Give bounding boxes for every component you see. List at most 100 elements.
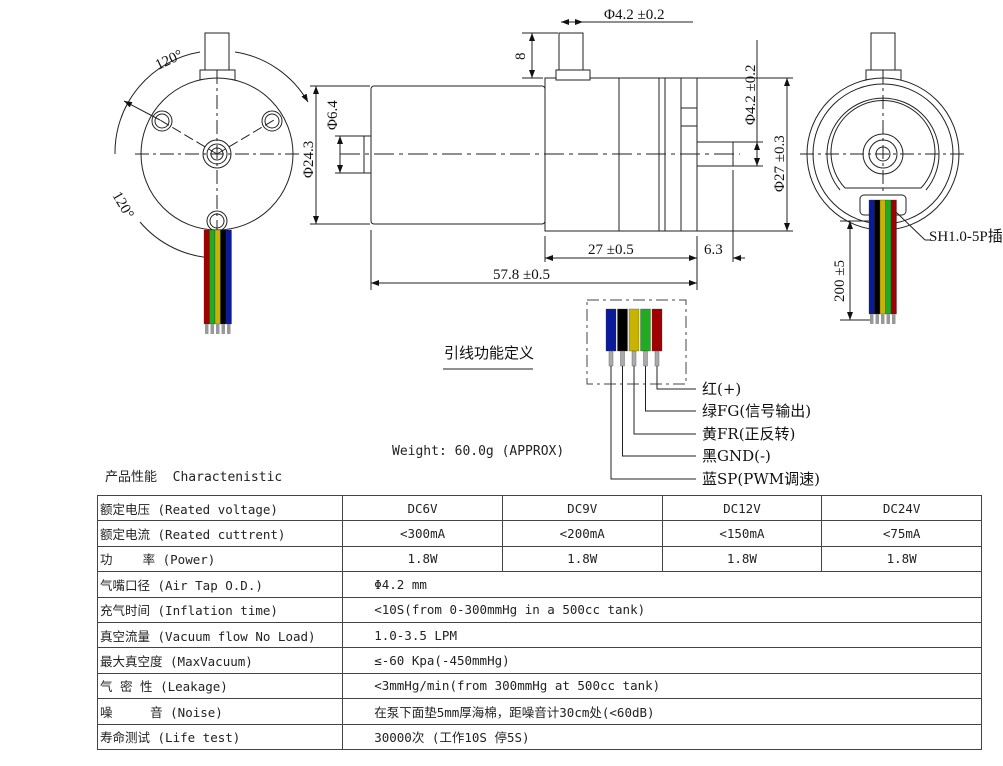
wire-label: 红(+) xyxy=(702,380,742,398)
dim-inlet-diameter: Φ4.2 ±0.2 xyxy=(604,7,664,23)
dim-pump-diameter: Φ27 ±0.3 xyxy=(772,135,788,192)
row-label: 寿命测试 (Life test) xyxy=(96,723,344,750)
wire xyxy=(885,199,892,315)
cell: 1.8W xyxy=(821,545,982,573)
table-row: 气 密 性 (Leakage)<3mmHg/min(from 300mmHg a… xyxy=(96,672,982,700)
legend-wire-tip xyxy=(608,350,614,367)
cell: 在泵下面垫5mm厚海棉，距噪音计30cm处(<60dB) xyxy=(342,698,982,725)
technical-drawing: 120° 120° Φ4.2 ±0. xyxy=(109,7,1003,480)
cell: DC24V xyxy=(821,494,982,522)
rear-wires xyxy=(868,199,897,324)
spec-title: 产品性能 Charactenistic xyxy=(105,470,283,485)
wire xyxy=(220,229,227,325)
wire xyxy=(874,199,881,315)
row-label: 功 率 (Power) xyxy=(96,545,344,573)
dim-total-length: 57.8 ±0.5 xyxy=(493,267,550,283)
cell: 1.8W xyxy=(342,545,503,573)
dim-outlet-diameter: Φ4.2 ±0.2 xyxy=(743,65,759,125)
dim-motor-diameter: Φ24.3 xyxy=(301,141,317,178)
row-label: 噪 音 (Noise) xyxy=(96,698,344,725)
legend-wire-tip xyxy=(620,350,625,367)
dim-inlet-height: 8 xyxy=(513,53,529,61)
wire-tip xyxy=(875,314,879,324)
front-wires xyxy=(203,229,232,334)
cell: Φ4.2 mm xyxy=(342,571,982,598)
row-label: 充气时间 (Inflation time) xyxy=(96,596,344,623)
legend-wire xyxy=(651,308,663,352)
row-label: 额定电压 (Reated voltage) xyxy=(96,494,344,522)
table-row: 寿命测试 (Life test)30000次 (工作10S 停5S) xyxy=(96,723,982,750)
wire-tip xyxy=(892,314,896,324)
cell: DC6V xyxy=(342,494,503,522)
wire-label: 蓝SP(PWM调速) xyxy=(702,470,820,488)
angle-label-left: 120° xyxy=(109,189,137,222)
dim-shaft-diameter: Φ6.4 xyxy=(325,100,341,130)
leader-line xyxy=(645,366,696,412)
legend-wire xyxy=(628,308,640,352)
cell: DC9V xyxy=(501,494,663,522)
front-view xyxy=(114,32,309,261)
table-row: 气嘴口径 (Air Tap O.D.)Φ4.2 mm xyxy=(96,571,982,598)
legend-wire xyxy=(640,308,651,352)
cell: <10S(from 0-300mmHg in a 500cc tank) xyxy=(342,596,982,623)
cell: DC12V xyxy=(661,494,823,522)
row-label: 额定电流 (Reated cuttrent) xyxy=(96,520,344,547)
leader-line xyxy=(610,366,696,480)
wire xyxy=(203,229,210,325)
dim-outlet-length: 6.3 xyxy=(704,242,723,258)
wire-tip xyxy=(216,324,220,334)
cell: <3mmHg/min(from 300mmHg at 500cc tank) xyxy=(342,672,982,700)
wire xyxy=(890,199,897,315)
wire-label: 黑GND(-) xyxy=(702,447,771,465)
leader-line xyxy=(633,366,696,435)
wire-tip xyxy=(881,314,885,324)
legend-wires xyxy=(605,308,696,480)
wire xyxy=(225,229,232,325)
side-view xyxy=(310,19,793,290)
row-label: 真空流量 (Vacuum flow No Load) xyxy=(96,621,344,649)
weight-label: Weight: 60.0g (APPROX) xyxy=(392,444,565,459)
wire xyxy=(209,229,216,325)
row-label: 气嘴口径 (Air Tap O.D.) xyxy=(96,571,344,598)
legend-wire-tip xyxy=(643,350,648,367)
leader-line xyxy=(656,366,696,390)
wire xyxy=(214,229,221,325)
cell: 30000次 (工作10S 停5S) xyxy=(342,723,982,750)
legend-wire-tip xyxy=(631,350,637,367)
cell: 1.8W xyxy=(501,545,663,573)
leader-line xyxy=(622,366,696,457)
wire xyxy=(868,199,875,315)
legend-wire-tip xyxy=(654,350,660,367)
wire-tip xyxy=(221,324,225,334)
wire-label: 绿FG(信号输出) xyxy=(702,402,812,420)
table-row: 噪 音 (Noise)在泵下面垫5mm厚海棉，距噪音计30cm处(<60dB) xyxy=(96,698,982,725)
wire-tip xyxy=(210,324,214,334)
wire-tip xyxy=(886,314,890,324)
wire-definition-title: 引线功能定义 xyxy=(444,344,535,362)
cell: 1.0-3.5 LPM xyxy=(342,621,982,649)
table-row: 充气时间 (Inflation time)<10S(from 0-300mmHg… xyxy=(96,596,982,623)
connector-label: SH1.0-5P插 xyxy=(929,228,1003,245)
cell: 1.8W xyxy=(661,545,823,573)
wire-tip xyxy=(870,314,874,324)
legend-wire xyxy=(617,308,628,352)
wire-tip xyxy=(227,324,231,334)
cell: ≤-60 Kpa(-450mmHg) xyxy=(342,647,982,674)
wire xyxy=(879,199,886,315)
cell: <75mA xyxy=(821,520,982,547)
wire-legend-box xyxy=(586,299,687,385)
row-label: 气 密 性 (Leakage) xyxy=(96,672,344,700)
dim-lead-length: 200 ±5 xyxy=(832,260,848,302)
table-row: 真空流量 (Vacuum flow No Load)1.0-3.5 LPM xyxy=(96,621,982,649)
table-row: 最大真空度 (MaxVacuum)≤-60 Kpa(-450mmHg) xyxy=(96,647,982,674)
dim-pump-length: 27 ±0.5 xyxy=(588,242,634,258)
cell: <200mA xyxy=(501,520,663,547)
wire-label: 黄FR(正反转) xyxy=(702,425,796,443)
angle-label-top: 120° xyxy=(153,47,186,74)
legend-wire xyxy=(605,308,617,352)
cell: <150mA xyxy=(661,520,823,547)
wire-tip xyxy=(205,324,209,334)
